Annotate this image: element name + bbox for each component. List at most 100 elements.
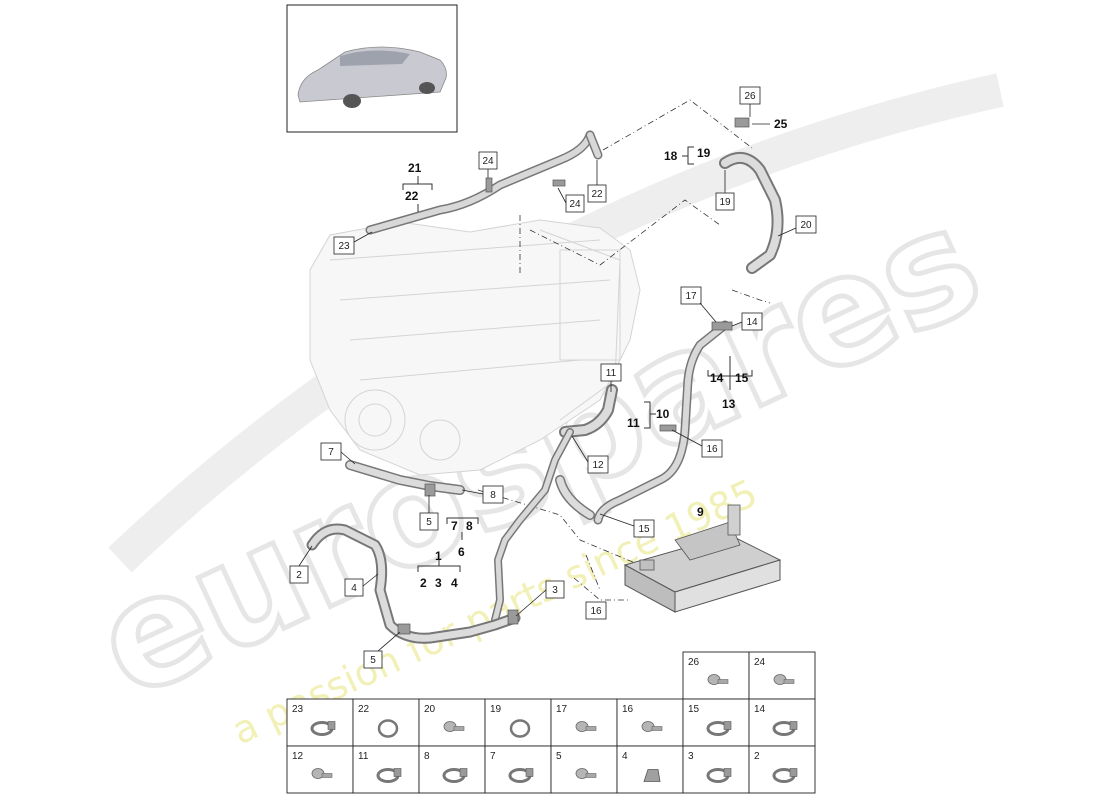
callout-18: 18 (664, 149, 678, 163)
parts-table-cell-number: 22 (358, 704, 370, 715)
callout-22: 22 (405, 189, 419, 203)
parts-table-cell-number: 7 (490, 751, 496, 762)
clamp-icon (772, 768, 798, 783)
callout-13: 13 (722, 397, 736, 411)
callout-16b: 16 (590, 606, 602, 617)
callout-11b: 11 (627, 416, 640, 430)
parts-table-cell-number: 17 (556, 704, 568, 715)
parts-table-cell-number: 14 (754, 704, 766, 715)
callout-11: 11 (606, 368, 617, 379)
callout-22b: 22 (591, 189, 603, 200)
parts-table-cell: 5 (550, 745, 618, 794)
parts-table-cell: 17 (550, 698, 618, 747)
clamp-icon (706, 768, 732, 783)
group-brackets (402, 146, 753, 572)
callout-16: 16 (706, 444, 718, 455)
clamp-icon (706, 721, 732, 736)
callout-25: 25 (774, 117, 788, 131)
callout-14: 14 (746, 317, 758, 328)
callout-17: 17 (685, 291, 697, 302)
callouts: 26 25 18 19 21 22 24 24 22 19 20 23 17 1… (289, 86, 817, 669)
parts-table-cell-number: 19 (490, 704, 502, 715)
callout-12: 12 (592, 460, 604, 471)
callout-4b: 4 (451, 576, 458, 590)
parts-table-cell: 19 (484, 698, 552, 747)
parts-table-cell: 4 (616, 745, 684, 794)
callout-2: 2 (296, 570, 302, 581)
parts-table-cell: 8 (418, 745, 486, 794)
callout-9: 9 (697, 505, 704, 519)
callout-15b: 15 (638, 524, 650, 535)
parts-table-cell-number: 15 (688, 704, 700, 715)
parts-table-cell-number: 2 (754, 751, 760, 762)
ring-icon (509, 719, 531, 738)
callout-8: 8 (490, 490, 496, 501)
callout-24: 24 (482, 156, 494, 167)
callout-4: 4 (351, 583, 357, 594)
callout-15: 15 (735, 371, 749, 385)
callout-5: 5 (426, 517, 432, 528)
parts-table-cell: 15 (682, 698, 750, 747)
parts-table-cell: 2 (748, 745, 816, 794)
leader-lines (477, 99, 771, 601)
parts-table-cell-number: 20 (424, 704, 436, 715)
callout-26: 26 (744, 91, 756, 102)
bolt-icon (773, 674, 795, 685)
callout-7b: 7 (451, 519, 458, 533)
callout-3b: 3 (552, 585, 558, 596)
parts-table-cell: 24 (748, 651, 816, 700)
clamp-icon (442, 768, 468, 783)
callout-8b: 8 (466, 519, 473, 533)
clamp-icon (310, 721, 336, 736)
callout-20: 20 (800, 220, 812, 231)
parts-table-cell-number: 4 (622, 751, 628, 762)
parts-table-cell-number: 24 (754, 657, 766, 668)
parts-table-cell-number: 12 (292, 751, 304, 762)
callout-2b: 2 (420, 576, 427, 590)
parts-table: 26 24 23 22 20 19 17 16 15 14 12 11 8 7 5 4 3 2 (286, 651, 816, 794)
parts-table-cell: 23 (286, 698, 354, 747)
callout-3: 3 (435, 576, 442, 590)
bolt-icon (707, 674, 729, 685)
clamp-icon (376, 768, 402, 783)
parts-table-cell-number: 16 (622, 704, 634, 715)
bolt-icon (641, 721, 663, 732)
clamp-icon (508, 768, 534, 783)
callout-10: 10 (656, 407, 670, 421)
parts-table-cell-number: 8 (424, 751, 430, 762)
parts-table-cell-number: 5 (556, 751, 562, 762)
parts-table-cell: 3 (682, 745, 750, 794)
callout-23: 23 (338, 241, 350, 252)
hoses (306, 130, 784, 644)
parts-table-cell: 22 (352, 698, 420, 747)
callout-24b: 24 (569, 199, 581, 210)
parts-table-cell: 26 (682, 651, 750, 700)
parts-table-cell: 11 (352, 745, 420, 794)
bolt-icon (443, 721, 465, 732)
parts-table-cell-number: 11 (358, 751, 369, 762)
car-thumbnail (286, 4, 458, 133)
callout-6: 6 (458, 545, 465, 559)
parts-table-cell: 14 (748, 698, 816, 747)
callout-19b: 19 (719, 197, 731, 208)
clamps (397, 117, 750, 635)
parts-table-cell-number: 23 (292, 704, 304, 715)
clamp-icon (772, 721, 798, 736)
parts-table-cell: 20 (418, 698, 486, 747)
callout-14b: 14 (710, 371, 724, 385)
parts-table-cell-number: 3 (688, 751, 694, 762)
bolt-icon (575, 768, 597, 779)
bolt-icon (311, 768, 333, 779)
callout-19: 19 (697, 146, 711, 160)
callout-21: 21 (408, 161, 422, 175)
bolt-icon (575, 721, 597, 732)
parts-table-cell: 7 (484, 745, 552, 794)
bracket-icon (643, 769, 661, 782)
callout-7: 7 (328, 447, 334, 458)
callout-1: 1 (435, 549, 442, 563)
parts-table-cell: 12 (286, 745, 354, 794)
ring-icon (377, 719, 399, 738)
oil-cooler (623, 504, 782, 613)
parts-table-cell-number: 26 (688, 657, 700, 668)
